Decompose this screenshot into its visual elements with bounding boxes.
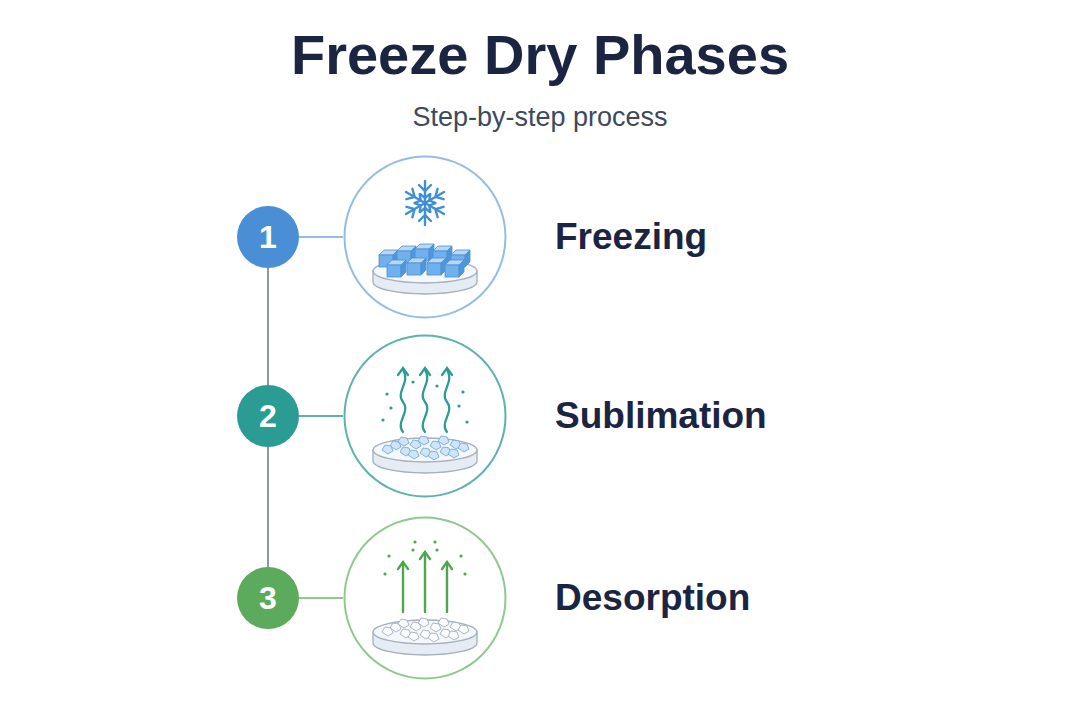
vapor-dot (411, 548, 414, 551)
step-number: 3 (237, 567, 299, 629)
phase-illustration-circle: Sublimation (343, 334, 507, 498)
vapor-arrows (398, 368, 452, 432)
vapor-dot (457, 404, 460, 407)
illustration (343, 155, 507, 319)
vapor-dot (463, 572, 466, 575)
step-number-circle: 1 (237, 206, 299, 268)
illustration (343, 516, 507, 680)
phase-picture (373, 368, 477, 473)
phase-label: Freezing (555, 216, 707, 258)
illustration-ring (345, 336, 506, 497)
vapor-dot (385, 392, 388, 395)
number-circle (237, 206, 299, 268)
crystal (458, 625, 469, 634)
step-number: 2 (237, 385, 299, 447)
crystal (398, 619, 409, 628)
number-circle (237, 567, 299, 629)
illustration (343, 334, 507, 498)
ice-cubes (379, 244, 470, 277)
vapor-dot (433, 540, 436, 543)
crystal (408, 632, 419, 641)
illustration-ring (345, 157, 506, 318)
phase-label: Desorption (555, 577, 750, 619)
illustration-ring (345, 518, 506, 679)
vapor-dot (465, 420, 468, 423)
phase-illustration-circle: Freezing (343, 155, 507, 319)
subtitle: Step-by-step process (0, 102, 1080, 133)
crystal (448, 631, 459, 640)
crystal (438, 618, 449, 627)
crystal (438, 436, 449, 445)
snowflake-icon (403, 181, 447, 225)
crystal (458, 443, 469, 452)
vapor-dot (435, 384, 438, 387)
vapor-dot (383, 572, 386, 575)
diagram-title: Freeze Dry Phases (0, 22, 1080, 87)
crystal (382, 627, 393, 636)
phase-picture (373, 181, 477, 294)
vapor-dot (435, 548, 438, 551)
vapor-dot (461, 390, 464, 393)
crystal (428, 451, 439, 460)
vapor-dot (387, 554, 390, 557)
step-number-circle: 3 (237, 567, 299, 629)
moisture-dots (383, 540, 466, 575)
vapor-dot (389, 406, 392, 409)
connector-line (267, 268, 269, 385)
crystal (418, 436, 429, 445)
phase-picture (373, 540, 477, 655)
dry-crystals (382, 618, 469, 642)
vapor-dot (381, 418, 384, 421)
phase-label: Sublimation (555, 395, 767, 437)
connector-line (299, 236, 343, 238)
connector-line (267, 447, 269, 567)
step-number: 1 (237, 206, 299, 268)
crystal (398, 437, 409, 446)
vapor-dots (381, 380, 468, 423)
moisture-arrows (398, 552, 452, 612)
crystal (408, 450, 419, 459)
vapor-dot (413, 540, 416, 543)
connector-line (299, 415, 343, 417)
step-number-circle: 2 (237, 385, 299, 447)
crystal (448, 449, 459, 458)
phase-illustration-circle: Desorption (343, 516, 507, 680)
crystal (382, 445, 393, 454)
crystal (428, 633, 439, 642)
ice-crystals (382, 436, 469, 460)
crystal (418, 618, 429, 627)
number-circle (237, 385, 299, 447)
vapor-dot (411, 380, 414, 383)
vapor-dot (459, 554, 462, 557)
connector-line (299, 597, 343, 599)
